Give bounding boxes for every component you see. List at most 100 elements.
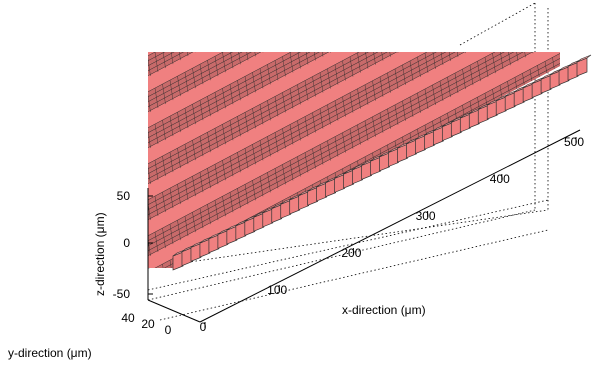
- mesh-line: [515, 5, 518, 25]
- mesh-line: [267, 136, 271, 157]
- mesh-line: [373, 9, 376, 29]
- mesh-line: [297, 264, 301, 268]
- mesh-line: [282, 164, 286, 185]
- mesh-line: [409, 60, 414, 81]
- box-edge: [459, 2, 536, 46]
- mesh-band: [148, 0, 560, 153]
- mesh-line: [364, 84, 369, 105]
- mesh-line: [140, 60, 143, 80]
- mesh-line: [214, 92, 219, 113]
- mesh-line: [304, 116, 309, 137]
- mesh-line: [327, 212, 331, 233]
- mesh-line: [500, 13, 503, 33]
- mesh-line: [244, 256, 249, 268]
- mesh-line: [418, 0, 421, 5]
- mesh-line: [214, 200, 219, 221]
- mesh-line: [297, 52, 301, 69]
- mesh-line: [289, 52, 294, 73]
- beam-block: [486, 97, 502, 120]
- mesh-line: [297, 84, 301, 105]
- mesh-line: [514, 149, 519, 170]
- mesh-line: [538, 29, 541, 49]
- mesh-line: [560, 17, 563, 37]
- mesh-line: [372, 116, 376, 137]
- mesh-line: [177, 148, 181, 169]
- mesh-line: [140, 276, 143, 296]
- mesh-line: [425, 17, 428, 37]
- mesh-line: [274, 132, 279, 153]
- mesh-line: [463, 0, 466, 17]
- beam-block: [468, 106, 484, 129]
- z-tick-label: -50: [113, 287, 131, 301]
- mesh-line: [155, 304, 158, 324]
- mesh-line: [148, 52, 560, 138]
- mesh-line: [192, 52, 196, 53]
- mesh-line: [424, 160, 429, 181]
- mesh-line: [507, 153, 511, 174]
- mesh-line: [312, 52, 316, 61]
- axes-box: [147, 2, 549, 321]
- mesh-line: [394, 176, 399, 197]
- mesh-line: [327, 68, 331, 89]
- mesh-line: [162, 228, 166, 249]
- mesh-line: [289, 88, 294, 109]
- mesh-line: [349, 56, 354, 77]
- mesh-line: [208, 24, 211, 44]
- mesh-line: [148, 52, 560, 261]
- mesh-line: [388, 1, 391, 21]
- box-edge: [147, 199, 549, 291]
- mesh-line: [462, 141, 466, 162]
- y-tick-label: 40: [121, 311, 135, 325]
- mesh-line: [214, 164, 219, 185]
- mesh-line: [148, 55, 151, 77]
- mesh-line: [215, 308, 218, 328]
- mesh-line: [402, 172, 406, 193]
- mesh-line: [372, 80, 376, 101]
- x-axis-line: [199, 129, 581, 323]
- mesh-line: [252, 72, 256, 93]
- mesh-line: [343, 25, 346, 45]
- mesh-line: [163, 336, 166, 356]
- mesh-line: [583, 77, 586, 97]
- mesh-line: [313, 5, 316, 25]
- mesh-line: [282, 236, 286, 257]
- mesh-line: [395, 0, 398, 17]
- mesh-line: [297, 156, 301, 177]
- mesh-line: [170, 296, 173, 316]
- mesh-line: [154, 52, 159, 73]
- mesh-line: [304, 224, 309, 245]
- mesh-line: [319, 144, 324, 165]
- mesh-line: [493, 17, 496, 37]
- mesh-line: [425, 0, 428, 1]
- mesh-line: [260, 284, 263, 304]
- mesh-line: [177, 184, 181, 205]
- mesh-line: [268, 28, 271, 48]
- mesh-line: [215, 272, 218, 292]
- mesh-line: [418, 21, 421, 41]
- beam-block: [576, 54, 592, 77]
- mesh-line: [259, 104, 264, 125]
- mesh-line: [148, 52, 560, 225]
- mesh-line: [544, 97, 549, 118]
- mesh-line: [245, 292, 248, 312]
- mesh-line: [327, 140, 331, 161]
- mesh-line: [312, 148, 316, 169]
- mesh-line: [433, 13, 436, 33]
- mesh-line: [357, 196, 361, 217]
- mesh-line: [537, 137, 541, 158]
- mesh-line: [583, 5, 586, 25]
- mesh-line: [343, 0, 346, 9]
- mesh-line: [507, 117, 511, 138]
- mesh-line: [155, 340, 158, 360]
- mesh-line: [402, 100, 406, 121]
- x-tick-label: 200: [341, 246, 361, 260]
- mesh-line: [267, 244, 271, 265]
- mesh-line: [364, 192, 369, 213]
- mesh-line: [229, 84, 234, 105]
- mesh-line: [148, 52, 560, 143]
- mesh-line: [538, 0, 541, 13]
- mesh-line: [522, 145, 526, 166]
- mesh-line: [342, 96, 346, 117]
- tick-marks: [148, 137, 577, 328]
